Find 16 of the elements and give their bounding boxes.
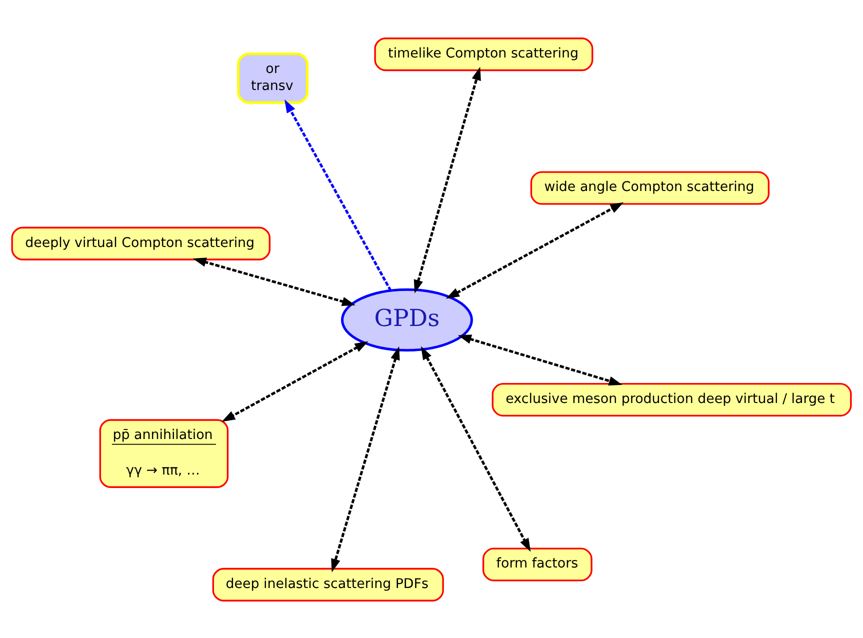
arrow: [284, 98, 392, 291]
node-box: pp̄ annihilation γγ → ππ, …: [99, 418, 229, 488]
arrow: [458, 334, 622, 385]
node-box: timelike Compton scattering: [374, 37, 594, 71]
node-box: or transv: [237, 52, 308, 104]
node-box: deeply virtual Compton scattering: [11, 226, 270, 260]
arrow: [192, 257, 356, 306]
arrow: [222, 340, 368, 422]
arrow: [331, 346, 400, 572]
arrow: [420, 346, 531, 552]
node-box: form factors: [482, 547, 592, 581]
node-box: wide angle Compton scattering: [530, 170, 770, 204]
node-box: deep inelastic scattering PDFs: [212, 567, 444, 601]
arrow: [446, 202, 624, 298]
node-box: exclusive meson production deep virtual / large t: [492, 382, 852, 416]
arrow: [414, 66, 481, 293]
